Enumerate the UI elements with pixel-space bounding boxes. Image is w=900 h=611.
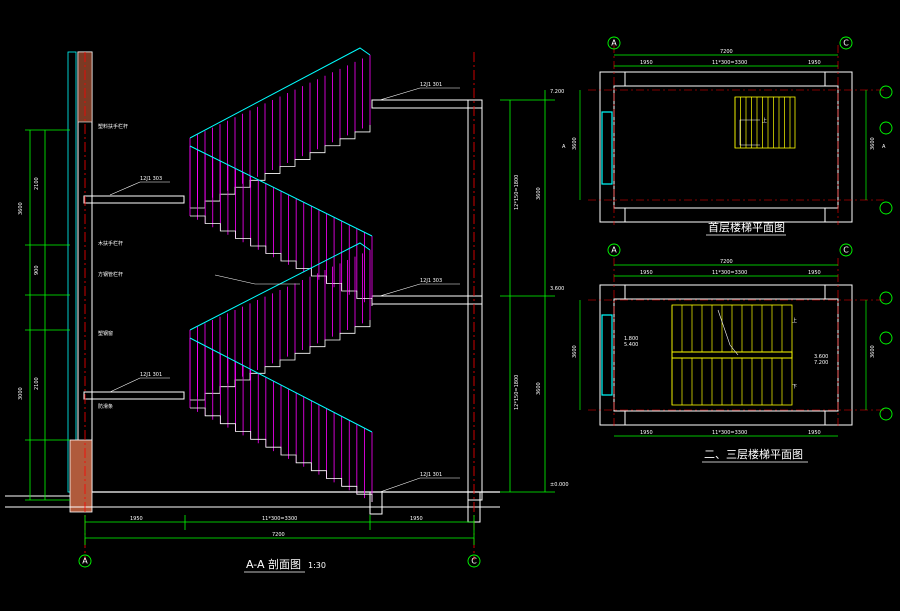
plan2-handrail-bar [671,351,793,359]
plan2-axis-a: A [607,243,621,257]
note-3: 方钢管栏杆 [98,271,123,278]
note-4: 塑钢窗 [98,330,113,337]
vdim-c-label: 2100 [34,377,40,390]
plan2-dim-right-bottom: 1950 [808,430,821,436]
note-2: 木扶手栏杆 [98,240,123,247]
stair-steps [190,215,373,306]
elev-ground-label: ±0.000 [550,482,569,488]
handrails [189,47,373,433]
plan1-dim-right-label: 1950 [808,60,821,66]
plan1-drawing: 上 7200 1950 11*300=3300 1950 3600 3600 A… [562,36,893,236]
floor-slabs [83,99,483,523]
plan2-drawing: 上 下 1.800 5.400 3.600 7.200 7200 1950 11… [572,243,893,463]
plan2-walls [599,284,853,426]
note-5: 防滑条 [98,403,113,410]
vdim-d-label: 3000 [18,387,24,400]
dim-mid-label: 11*300=3300 [262,516,297,522]
plan1-dim-left-label: 1950 [640,60,653,66]
plan2-elev-b: 5.400 [624,342,638,348]
detail-ref-4: 12J1 303 [140,176,162,182]
plan2-vdim-left-label: 3600 [572,345,578,358]
detail-ref-5: 12J1 301 [140,372,162,378]
plan1-dim-mid-label: 11*300=3300 [712,60,747,66]
bottom-dimensions [84,515,475,545]
vdim-b-label: 900 [34,265,40,275]
plan2-axis-a-label: A [611,246,617,255]
plan1-flight-outline [734,96,796,149]
elev-top-label: 7.200 [550,89,564,95]
plan1-walls [599,71,853,223]
section-title: A-A 剖面图 [246,557,301,571]
vdim-total-label: 3600 [18,202,24,215]
plan2-vdim-right-label: 3600 [870,345,876,358]
plan1-treads [734,96,796,149]
plan1-window [601,111,613,185]
stair-steps [190,407,373,502]
note-1: 塑料扶手栏杆 [98,123,128,130]
plan2-walk-line [717,309,739,356]
plan1-up-label: 上 [762,117,767,124]
plan2-elev-c: 3.600 [814,354,828,360]
plan1-vdim-left-label: 3600 [572,137,578,150]
plan1-axis-right-bottom [879,201,893,215]
section-drawing: 3600 2100 900 2100 3000 12*150=1800 12*1… [5,47,569,573]
flight-dim-1-label: 12*150=1800 [514,175,520,210]
stair-flights [189,55,373,502]
plan1-side-marker-right: A [882,144,886,150]
plan1-axis-c-label: C [843,39,849,48]
flight-dim-2-label: 12*150=1800 [514,375,520,410]
plan2-elev-d: 7.200 [814,360,828,366]
plan2-dim-mid-label: 11*300=3300 [712,270,747,276]
right-dimensions [500,90,555,493]
plan1-axis-right-mid [879,121,893,135]
section-axis-c: C [467,554,481,568]
plan1-title: 首层楼梯平面图 [708,220,785,234]
plan1-side-marker-left: A [562,144,566,150]
section-axis-a: A [78,554,92,568]
detail-ref-3: 12J1 301 [420,472,442,478]
plan2-dim-right-label: 1950 [808,270,821,276]
elev-mid-label: 3.600 [550,286,564,292]
plan2-dim-left-label: 1950 [640,270,653,276]
plan1-axis-a-label: A [611,39,617,48]
plan2-axis-c: C [839,243,853,257]
plan1-dim-total-label: 7200 [720,49,733,55]
plan1-axis-a: A [607,36,621,50]
plan2-elev-a: 1.800 [624,336,638,342]
vdim-a-label: 2100 [34,177,40,190]
plan2-axis-right-bottom [879,407,893,421]
plan2-window [601,314,613,396]
plan1-axis-right-top [879,85,893,99]
section-scale: 1:30 [308,561,326,570]
plan2-up-label: 上 [792,317,797,324]
section-axis-a-label: A [82,557,88,566]
section-axis-c-label: C [471,557,477,566]
plan1-vdim-right-label: 3600 [870,137,876,150]
plan2-dim-mid-bottom: 11*300=3300 [712,430,747,436]
dim-right-label: 1950 [410,516,423,522]
plan2-dim-left-bottom: 1950 [640,430,653,436]
plan2-dim-total-label: 7200 [720,259,733,265]
plan2-axis-right-top [879,291,893,305]
plan1-walk-line [739,119,760,146]
plan2-title: 二、三层楼梯平面图 [704,447,803,461]
left-dimensions [25,129,70,501]
dim-left-label: 1950 [130,516,143,522]
plan2-down-label: 下 [792,384,797,390]
plan2-axis-c-label: C [843,246,849,255]
vdim-right-bottom-label: 3600 [536,382,542,395]
vdim-right-top-label: 3600 [536,187,542,200]
detail-ref-2: 12J1 303 [420,278,442,284]
plan2-treads [671,304,793,406]
plan1-axis-c: C [839,36,853,50]
detail-ref-1: 12J1 301 [420,82,442,88]
dim-total-label: 7200 [272,532,285,538]
annotation-leaders [109,87,460,493]
left-exterior-wall [67,51,93,513]
plan2-axis-right-mid [879,331,893,345]
